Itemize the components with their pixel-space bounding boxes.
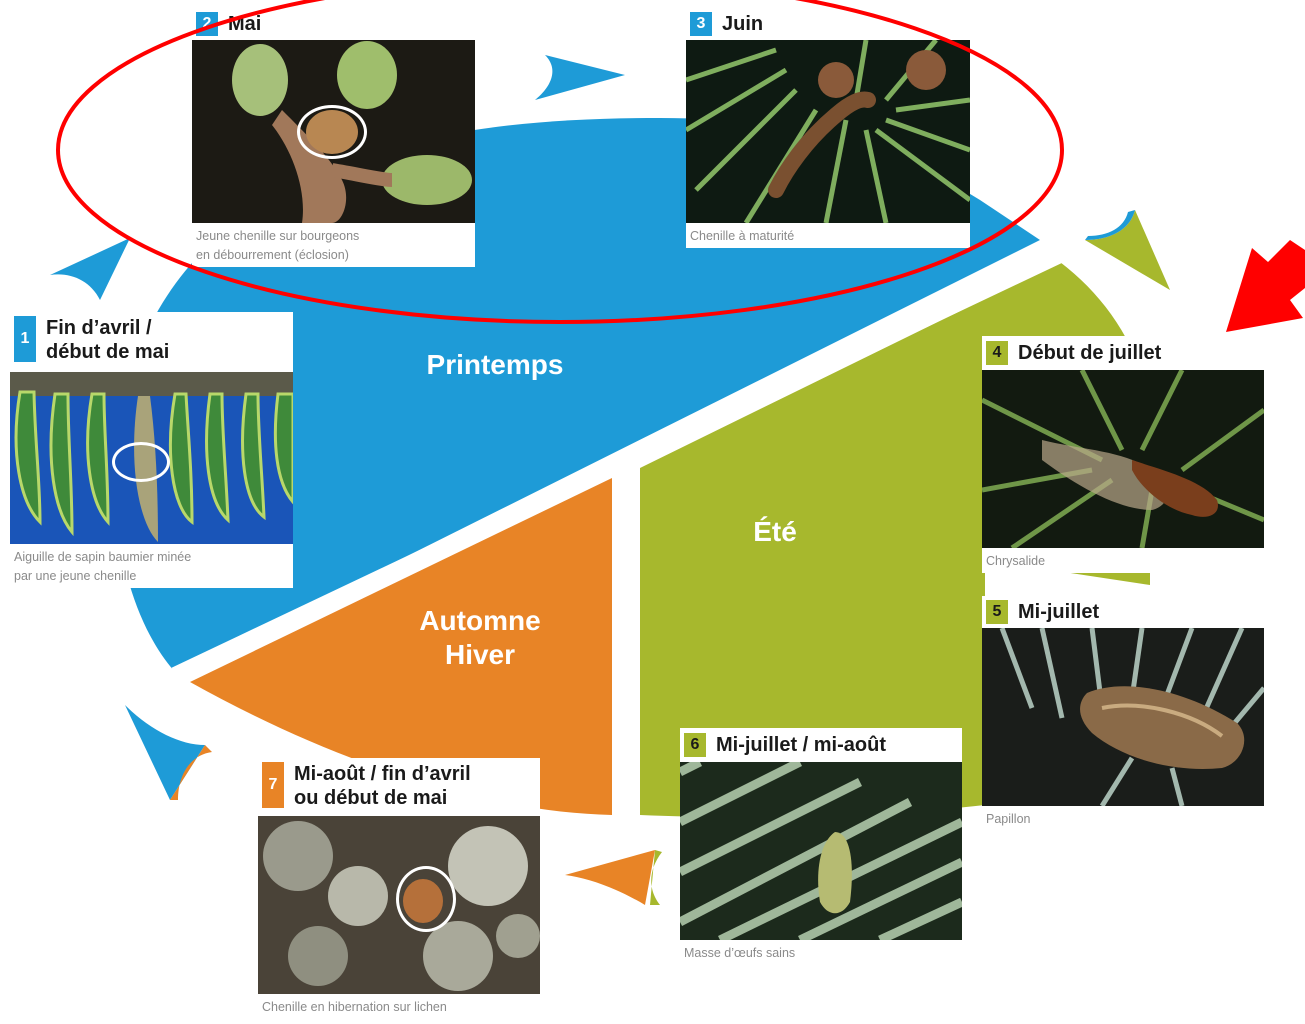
stage-card-4: 4 Début de juillet Chrysalide: [982, 336, 1264, 573]
stage-photo-buds: [192, 40, 475, 223]
highlight-circle: [396, 866, 456, 932]
caption-line-1: Jeune chenille sur bourgeons: [196, 229, 359, 243]
stage-caption: Papillon: [982, 806, 1264, 831]
season-label-autumn: Automne: [395, 604, 565, 638]
stage-caption: Chenille à maturité: [686, 223, 970, 248]
stage-title: Mi-juillet / mi-août: [716, 733, 886, 757]
arrow-to-stage-1: [125, 705, 205, 800]
stage-card-3: 3 Juin Chenille à maturité: [686, 8, 970, 248]
stage-caption: Chrysalide: [982, 548, 1264, 573]
stage-photo-lichen: [258, 816, 540, 994]
stage-header: 1 Fin d’avril / début de mai: [10, 312, 293, 372]
stage-card-5: 5 Mi-juillet Papillon: [982, 596, 1264, 831]
stage-title: Mi-juillet: [1018, 600, 1099, 624]
stage-card-7: 7 Mi-août / fin d’avril ou début de mai …: [258, 758, 540, 1019]
highlight-circle: [112, 442, 170, 482]
arrow-to-stage-7: [565, 850, 655, 905]
stage-photo-eggs: [680, 762, 962, 940]
stage-header: 6 Mi-juillet / mi-août: [680, 728, 962, 762]
stage-photo-moth: [982, 628, 1264, 806]
season-label-spring: Printemps: [400, 348, 590, 382]
stage-title: Juin: [722, 12, 763, 36]
stage-title: Fin d’avril / début de mai: [46, 316, 169, 364]
arrow-to-stage-3: [535, 55, 625, 100]
arrow-to-stage-2: [50, 238, 130, 300]
stage-number: 7: [262, 762, 284, 808]
stage-number: 2: [196, 12, 218, 36]
season-label-summer: Été: [730, 515, 820, 549]
stage-photo-pupa: [982, 370, 1264, 548]
stage-number: 3: [690, 12, 712, 36]
stage-header: 7 Mi-août / fin d’avril ou début de mai: [258, 758, 540, 816]
stage-caption: Jeune chenille sur bourgeons en débourre…: [192, 223, 475, 267]
stage-title-line-2: ou début de mai: [294, 787, 447, 809]
caption-line-1: Aiguille de sapin baumier minée: [14, 550, 191, 564]
stage-number: 1: [14, 316, 36, 362]
stage-photo-needle: [10, 372, 293, 544]
stage-number: 5: [986, 600, 1008, 624]
highlight-circle: [297, 105, 367, 159]
stage-card-6: 6 Mi-juillet / mi-août Masse d’œufs sain…: [680, 728, 962, 965]
stage-header: 4 Début de juillet: [982, 336, 1264, 370]
stage-title-line-1: Mi-août / fin d’avril: [294, 763, 471, 785]
stage-title-line-2: début de mai: [46, 341, 169, 363]
caption-line-2: par une jeune chenille: [14, 569, 136, 583]
stage-title: Mai: [228, 12, 261, 36]
stage-title: Début de juillet: [1018, 341, 1161, 365]
stage-caption: Masse d’œufs sains: [680, 940, 962, 965]
stage-header: 5 Mi-juillet: [982, 596, 1264, 628]
stage-card-1: 1 Fin d’avril / début de mai Aiguille de…: [10, 312, 293, 588]
stage-caption: Aiguille de sapin baumier minée par une …: [10, 544, 293, 588]
season-label-winter: Hiver: [395, 638, 565, 672]
stage-title-line-1: Fin d’avril /: [46, 317, 152, 339]
season-label-autumn-winter: Automne Hiver: [395, 604, 565, 672]
stage-header: 3 Juin: [686, 8, 970, 40]
stage-photo-caterpillar: [686, 40, 970, 223]
stage-card-2: 2 Mai Jeune chenille sur bourgeons en dé…: [192, 8, 475, 267]
stage-number: 6: [684, 733, 706, 757]
stage-header: 2 Mai: [192, 8, 475, 40]
caption-line-2: en débourrement (éclosion): [196, 248, 349, 262]
stage-title: Mi-août / fin d’avril ou début de mai: [294, 762, 471, 810]
stage-number: 4: [986, 341, 1008, 365]
stage-caption: Chenille en hibernation sur lichen: [258, 994, 540, 1019]
